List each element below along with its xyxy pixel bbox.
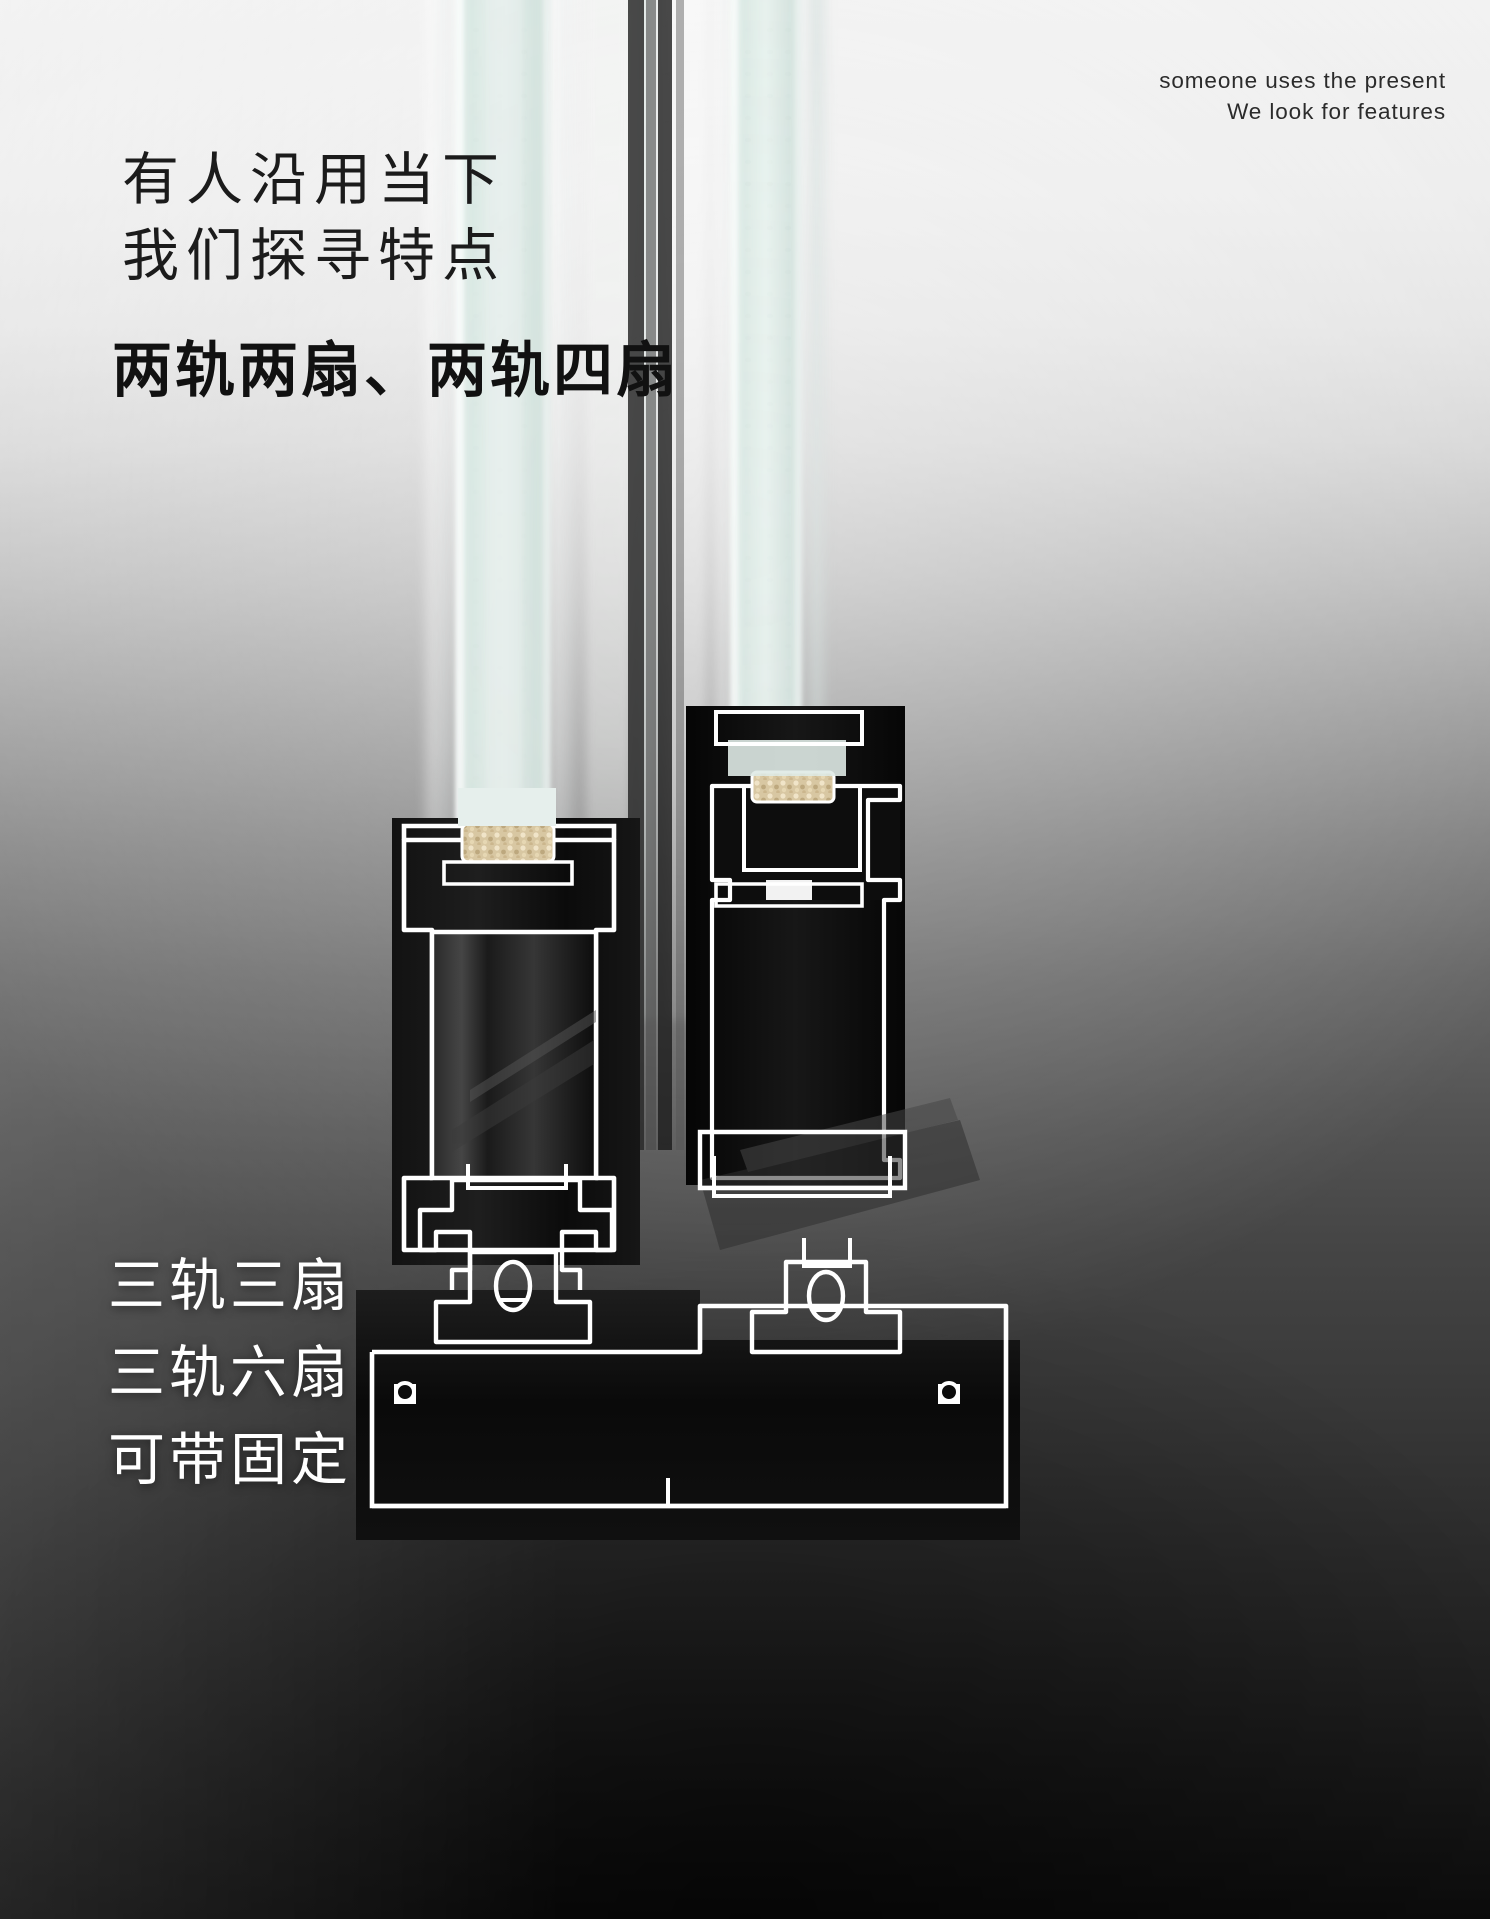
chinese-subheading-line-1: 有人沿用当下 bbox=[122, 143, 506, 219]
english-line-1: someone uses the present bbox=[1159, 66, 1446, 97]
right-sash-profile bbox=[686, 706, 905, 1185]
configuration-item-1: 三轨三扇 bbox=[108, 1246, 352, 1327]
roller-carriage-right bbox=[752, 1238, 900, 1352]
page-title: 两轨两扇、两轨四扇 bbox=[112, 338, 679, 404]
configuration-item-3: 可带固定 bbox=[108, 1420, 352, 1501]
configuration-list: 三轨三扇 三轨六扇 可带固定 bbox=[108, 1246, 352, 1507]
insulated-glass-unit-left bbox=[455, 0, 551, 830]
english-line-2: We look for features bbox=[1159, 97, 1446, 128]
left-sash-profile bbox=[392, 788, 640, 1300]
chinese-subheading: 有人沿用当下 我们探寻特点 bbox=[122, 143, 506, 295]
english-tagline: someone uses the present We look for fea… bbox=[1159, 66, 1446, 127]
configuration-item-2: 三轨六扇 bbox=[108, 1333, 352, 1414]
chinese-subheading-line-2: 我们探寻特点 bbox=[122, 219, 506, 295]
insulated-glass-unit-right bbox=[730, 0, 802, 780]
